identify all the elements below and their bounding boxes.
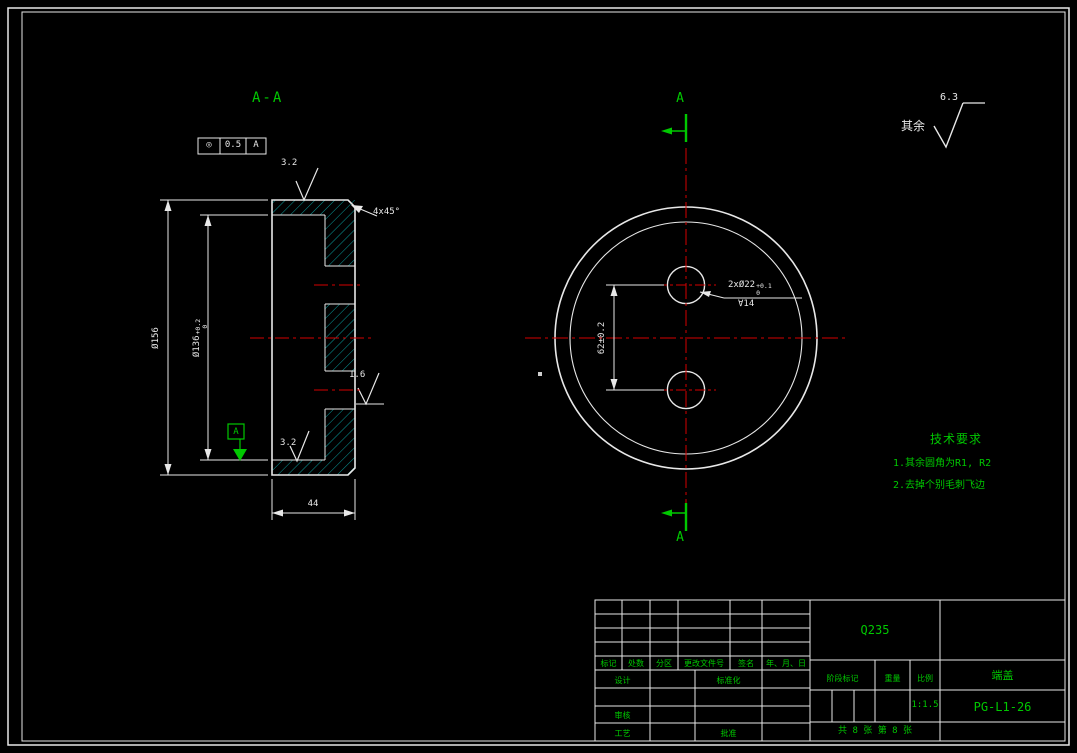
datum-label: A (233, 427, 239, 437)
general-roughness-prefix: 其余 (901, 119, 926, 133)
tb-standardization-label: 标准化 (716, 676, 741, 685)
gdt-datum-ref: A (253, 140, 259, 150)
dim-inner-dia-lines (200, 214, 268, 461)
holes-dim-tol-up: +0.1 (756, 282, 772, 290)
roughness-symbol-top-icon (295, 167, 319, 202)
cut-arrow-bottom-icon (661, 509, 672, 517)
section-view-geometry (160, 137, 384, 520)
tb-part-name: 端盖 (991, 669, 1014, 682)
dim-outer-dia: Ø156 (151, 327, 161, 349)
circular-centerlines (525, 148, 848, 528)
tb-header-chushu: 处数 (628, 659, 644, 668)
tb-process-label: 工艺 (614, 729, 631, 738)
gdt-concentricity-icon: ◎ (206, 140, 212, 150)
holes-dim-base: 2xØ22 (728, 280, 756, 290)
dim-depth-lines (271, 479, 356, 520)
tb-sheet-info: 共 8 张 第 8 张 (838, 726, 912, 736)
cut-arrow-top-icon (661, 127, 672, 135)
dim-inner-dia-tol-dn: 0 (200, 324, 209, 329)
drawing-frame (7, 7, 1070, 746)
tb-header-biaoji: 标记 (600, 659, 617, 668)
datum-triangle-icon (233, 449, 247, 461)
dim-spacing-lines (606, 284, 664, 391)
tb-design-label: 设计 (614, 676, 631, 685)
dim-outer-dia-lines (160, 199, 268, 476)
tb-drawing-number: PG-L1-26 (973, 700, 1032, 714)
holes-depth-dim: ∀14 (738, 299, 755, 309)
datum-marker (227, 423, 247, 461)
tb-header-genggai: 更改文件号 (684, 659, 724, 668)
circular-view-geometry (525, 114, 848, 531)
tech-req-title: 技术要求 (930, 432, 983, 446)
tech-req-item-1: 1.其余圆角为R1, R2 (893, 458, 992, 469)
chamfer-note: 4x45° (373, 207, 401, 217)
tb-scale-label: 比例 (917, 674, 933, 683)
holes-dim-tol-dn: 0 (756, 288, 761, 297)
tech-req-item-2: 2.去掉个别毛刺飞边 (893, 480, 986, 491)
tb-weight-label: 重量 (884, 674, 901, 683)
tb-scale-value: 1:1.5 (911, 700, 939, 710)
dim-hole-spacing: 62±0.2 (597, 321, 607, 355)
tb-material: Q235 (860, 623, 890, 637)
stray-mark (538, 372, 542, 376)
roughness-symbol-bottom-icon (289, 430, 310, 463)
section-centerlines (250, 284, 374, 391)
tb-check-label: 审核 (614, 711, 631, 720)
tb-header-qianming: 签名 (738, 659, 754, 668)
general-roughness-value: 6.3 (940, 92, 959, 103)
cut-label-bottom: A (676, 530, 684, 545)
roughness-mid-value: 1.6 (349, 370, 366, 380)
title-block-grid (594, 599, 1066, 742)
tb-header-fenqu: 分区 (656, 659, 672, 668)
section-view-title: A-A (252, 90, 284, 106)
cut-label-top: A (676, 91, 684, 106)
gdt-tolerance-value: 0.5 (224, 140, 242, 150)
tb-approve-label: 批准 (720, 729, 737, 738)
tb-header-date: 年、月、日 (766, 659, 806, 668)
gdt-frame (197, 137, 267, 155)
cutting-plane-marks (661, 114, 688, 531)
tb-stage-label: 阶段标记 (826, 674, 859, 683)
dim-depth: 44 (307, 499, 319, 509)
part-outline (271, 199, 356, 476)
dim-inner-dia-base: Ø136 (192, 335, 202, 358)
roughness-top-value: 3.2 (281, 158, 298, 168)
general-roughness-symbol-icon (933, 102, 985, 149)
roughness-bottom-value: 3.2 (280, 438, 297, 448)
